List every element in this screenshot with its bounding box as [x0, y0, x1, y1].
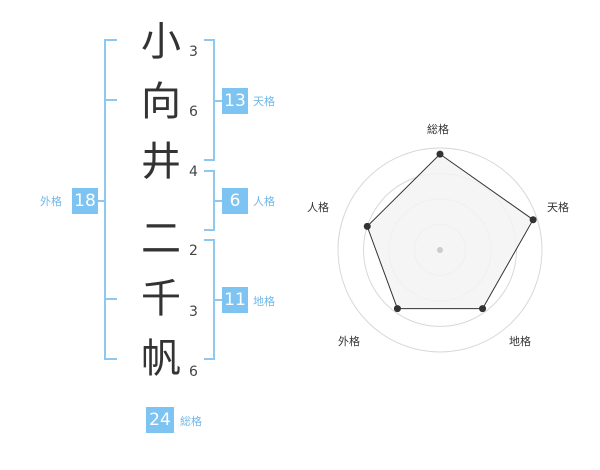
radar-data-polygon — [366, 153, 534, 310]
chikaku-badge: 11 — [222, 287, 248, 313]
name-char-3: 井 — [141, 139, 181, 185]
name-char-4: 二 — [141, 216, 181, 262]
stroke-count-1: 3 — [189, 44, 198, 60]
tenkaku-label: 天格 — [253, 95, 275, 108]
name-char-6: 帆 — [141, 336, 181, 382]
name-char-1: 小 — [141, 19, 181, 65]
radar-point-5 — [363, 222, 371, 230]
stroke-count-2: 6 — [189, 104, 198, 120]
radar-grid-ring — [337, 147, 543, 353]
radar-axis-label-1: 総格 — [427, 123, 449, 136]
chikaku-label: 地格 — [253, 295, 275, 308]
stroke-count-5: 3 — [189, 304, 198, 320]
radar-point-1 — [436, 150, 444, 158]
soukaku-label: 総格 — [180, 415, 202, 428]
gaikaku-label: 外格 — [40, 195, 62, 208]
radar-point-4 — [393, 305, 401, 313]
radar-axis-label-5: 人格 — [307, 201, 329, 214]
jinkaku-label: 人格 — [253, 195, 275, 208]
radar-point-3 — [479, 305, 487, 313]
stroke-count-4: 2 — [189, 243, 198, 259]
radar-axis-label-4: 外格 — [338, 335, 360, 348]
radar-axis-label-3: 地格 — [509, 335, 531, 348]
gaikaku-badge: 18 — [72, 188, 98, 214]
gaikaku-bracket — [104, 39, 117, 360]
radar-axis-label-2: 天格 — [547, 201, 569, 214]
stroke-count-3: 4 — [189, 164, 198, 180]
jinkaku-badge: 6 — [222, 188, 248, 214]
name-char-5: 千 — [141, 276, 181, 322]
tenkaku-badge: 13 — [222, 88, 248, 114]
stroke-count-6: 6 — [189, 364, 198, 380]
soukaku-badge: 24 — [146, 407, 174, 433]
name-char-2: 向 — [141, 79, 181, 125]
radar-point-2 — [529, 216, 537, 224]
radar-center-dot — [437, 247, 443, 253]
